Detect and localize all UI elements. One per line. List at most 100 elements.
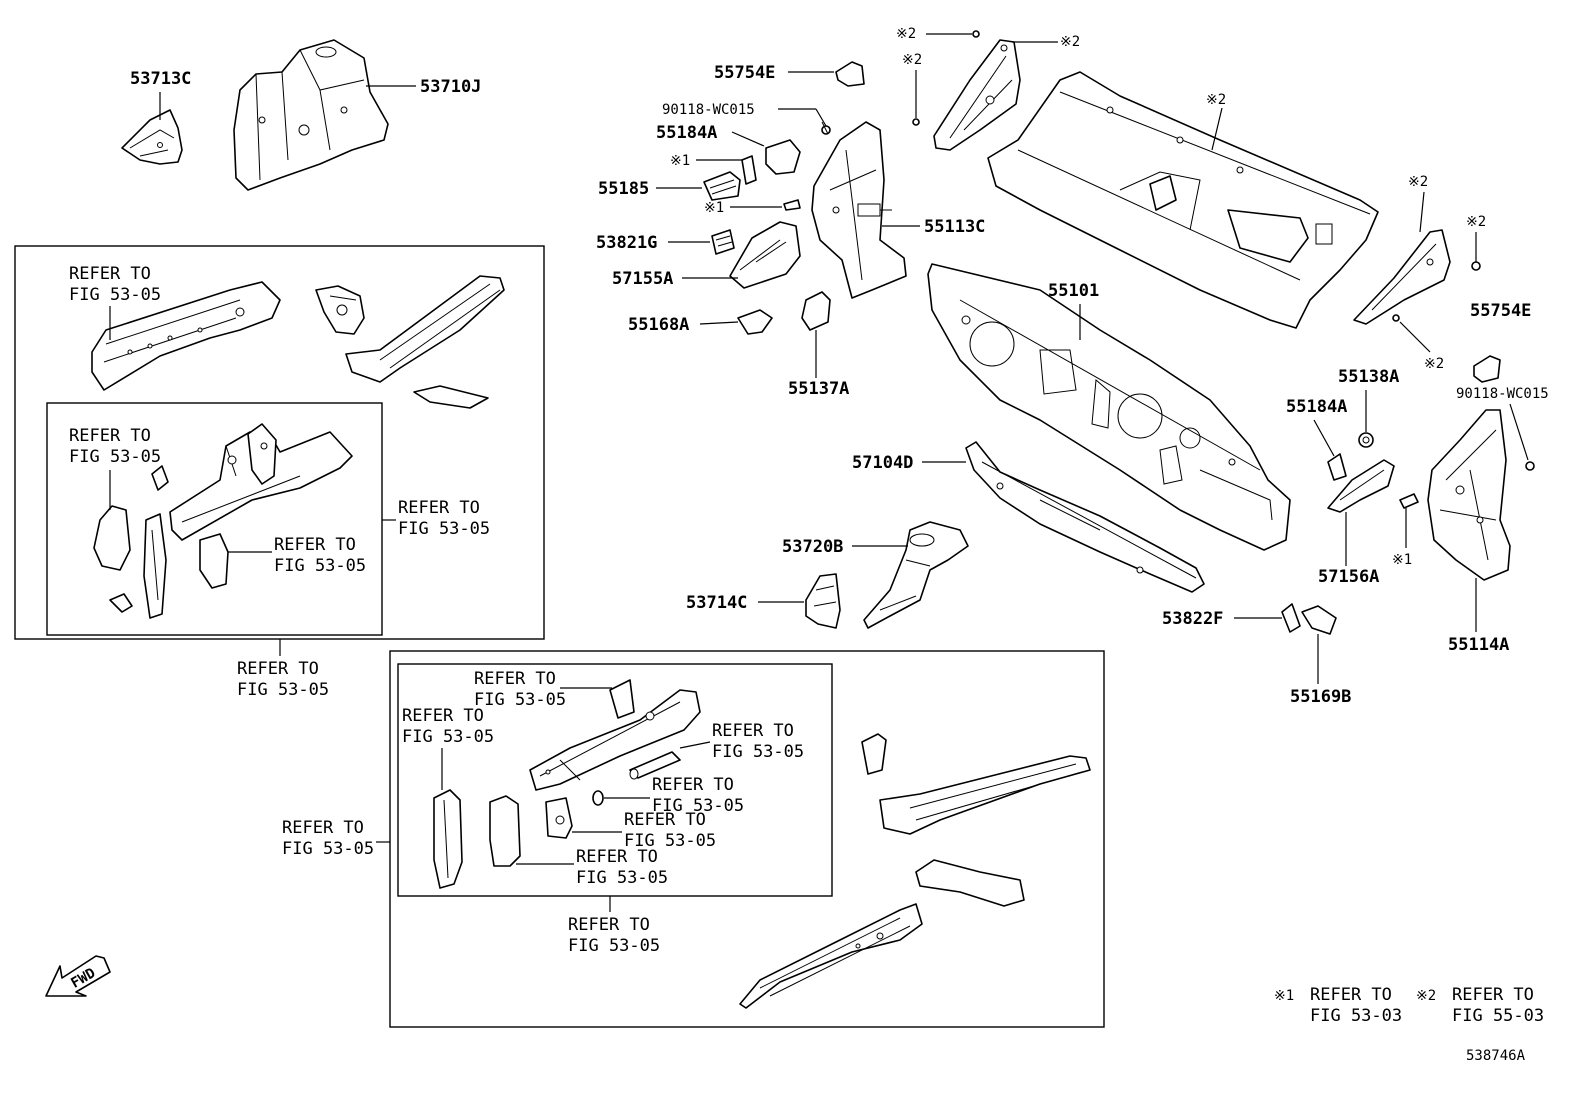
refer-bottom-2b: FIG 53-05 — [402, 727, 494, 747]
right-upper-bracket-drawing — [1353, 229, 1481, 325]
part-57104D-drawing — [965, 441, 1205, 593]
left-inner-pillar-drawing — [93, 465, 229, 619]
part-53720B-drawing — [863, 521, 969, 629]
diagram-code: 538746A — [1466, 1048, 1526, 1064]
mark-cowl: ※2 — [1206, 92, 1226, 108]
label-53822F: 53822F — [1162, 609, 1223, 629]
label-57155A: 57155A — [612, 269, 673, 289]
label-53713C: 53713C — [130, 69, 191, 89]
refer-bottom-8a: REFER TO — [282, 818, 364, 838]
footnote-1-mark: ※1 — [1274, 988, 1294, 1004]
label-90118-right: 90118-WC015 — [1456, 386, 1549, 402]
refer-bottom-6b: FIG 53-05 — [576, 868, 668, 888]
part-55114A-drawing — [1427, 409, 1511, 581]
left-side-rail-drawing — [345, 275, 505, 409]
bottom-inner-pillars-drawing — [433, 789, 573, 889]
bolt-90118-right-drawing — [1525, 461, 1535, 471]
label-55137A: 55137A — [788, 379, 849, 399]
part-53821G-drawing — [711, 229, 735, 255]
part-55138A-drawing — [1358, 432, 1374, 448]
left-inner-box — [46, 402, 383, 636]
label-57104D: 57104D — [852, 453, 913, 473]
upper-bracket-drawing — [912, 30, 1021, 151]
label-57156A: 57156A — [1318, 567, 1379, 587]
part-53714C-drawing — [805, 573, 841, 629]
footnote-2-line1: REFER TO — [1452, 985, 1534, 1005]
refer-left-right-a: REFER TO — [398, 498, 480, 518]
mark-55185-b: ※1 — [704, 200, 724, 216]
refer-left-inner-2b: FIG 53-05 — [274, 556, 366, 576]
cowl-panel-drawing — [987, 71, 1379, 329]
mark-rbracket-a: ※2 — [1408, 174, 1428, 190]
refer-left-inner-1b: FIG 53-05 — [69, 447, 161, 467]
mark-bracket-c: ※2 — [902, 52, 922, 68]
fwd-arrow-icon: FWD — [45, 955, 111, 997]
refer-bottom-6a: REFER TO — [576, 847, 658, 867]
bottom-right-rail-drawing — [739, 733, 1091, 1009]
part-53822F-drawing — [1281, 603, 1337, 635]
refer-left-inner-1a: REFER TO — [69, 426, 151, 446]
refer-bottom-5a: REFER TO — [624, 810, 706, 830]
label-55114A: 55114A — [1448, 635, 1509, 655]
label-55138A: 55138A — [1338, 367, 1399, 387]
part-57155A-drawing — [729, 221, 801, 289]
refer-bottom-7a: REFER TO — [568, 915, 650, 935]
refer-bottom-3a: REFER TO — [712, 721, 794, 741]
mark-rbracket-b: ※2 — [1466, 214, 1486, 230]
footnote-1-line2: FIG 53-03 — [1310, 1006, 1402, 1026]
label-55101: 55101 — [1048, 281, 1099, 301]
footnote-2-mark: ※2 — [1416, 988, 1436, 1004]
label-53821G: 53821G — [596, 233, 657, 253]
clip-small-right-drawing — [1399, 493, 1419, 509]
part-55185-drawing — [703, 155, 801, 211]
refer-left-top-1: REFER TO — [69, 264, 151, 284]
label-53720B: 53720B — [782, 537, 843, 557]
part-55168A-drawing — [737, 309, 773, 335]
refer-bottom-8b: FIG 53-05 — [282, 839, 374, 859]
left-upper-member-drawing — [91, 281, 281, 391]
mark-rbracket-c: ※2 — [1424, 356, 1444, 372]
label-55754E-right: 55754E — [1470, 301, 1531, 321]
label-53714C: 53714C — [686, 593, 747, 613]
part-55184A-right-drawing — [1327, 453, 1347, 481]
bottom-group-box — [389, 650, 1105, 1028]
label-55169B: 55169B — [1290, 687, 1351, 707]
bottom-inner-box — [397, 663, 833, 897]
label-55168A: 55168A — [628, 315, 689, 335]
refer-left-bottom-b: FIG 53-05 — [237, 680, 329, 700]
part-55113C-drawing — [811, 121, 907, 299]
label-55754E-top: 55754E — [714, 63, 775, 83]
refer-bottom-3b: FIG 53-05 — [712, 742, 804, 762]
mark-bracket-b: ※2 — [1060, 34, 1080, 50]
label-90118-top: 90118-WC015 — [662, 102, 755, 118]
label-55113C: 55113C — [924, 217, 985, 237]
label-53710J: 53710J — [420, 77, 481, 97]
refer-left-inner-2a: REFER TO — [274, 535, 356, 555]
left-bracket-drawing — [315, 285, 365, 335]
mark-bracket-a: ※2 — [896, 26, 916, 42]
part-55754E-right-drawing — [1473, 355, 1501, 383]
refer-bottom-5b: FIG 53-05 — [624, 831, 716, 851]
part-55101-drawing — [927, 263, 1291, 551]
refer-left-bottom-a: REFER TO — [237, 659, 319, 679]
part-55754E-top-drawing — [835, 61, 865, 87]
part-55137A-drawing — [801, 291, 831, 331]
refer-bottom-2a: REFER TO — [402, 706, 484, 726]
refer-bottom-1a: REFER TO — [474, 669, 556, 689]
refer-bottom-7b: FIG 53-05 — [568, 936, 660, 956]
bolt-90118-top-drawing — [821, 121, 831, 135]
refer-bottom-4a: REFER TO — [652, 775, 734, 795]
part-57156A-drawing — [1327, 459, 1395, 513]
part-53710J-drawing — [233, 39, 389, 191]
left-inner-member-drawing — [169, 423, 353, 541]
label-55184A-right: 55184A — [1286, 397, 1347, 417]
bottom-inner-member-drawing — [529, 679, 701, 791]
part-53713C-drawing — [121, 109, 183, 165]
refer-bottom-1b: FIG 53-05 — [474, 690, 566, 710]
refer-left-right-b: FIG 53-05 — [398, 519, 490, 539]
refer-left-top-2: FIG 53-05 — [69, 285, 161, 305]
bottom-inner-pipe-drawing — [592, 751, 681, 806]
refer-bottom-4b: FIG 53-05 — [652, 796, 744, 816]
footnote-2-line2: FIG 55-03 — [1452, 1006, 1544, 1026]
